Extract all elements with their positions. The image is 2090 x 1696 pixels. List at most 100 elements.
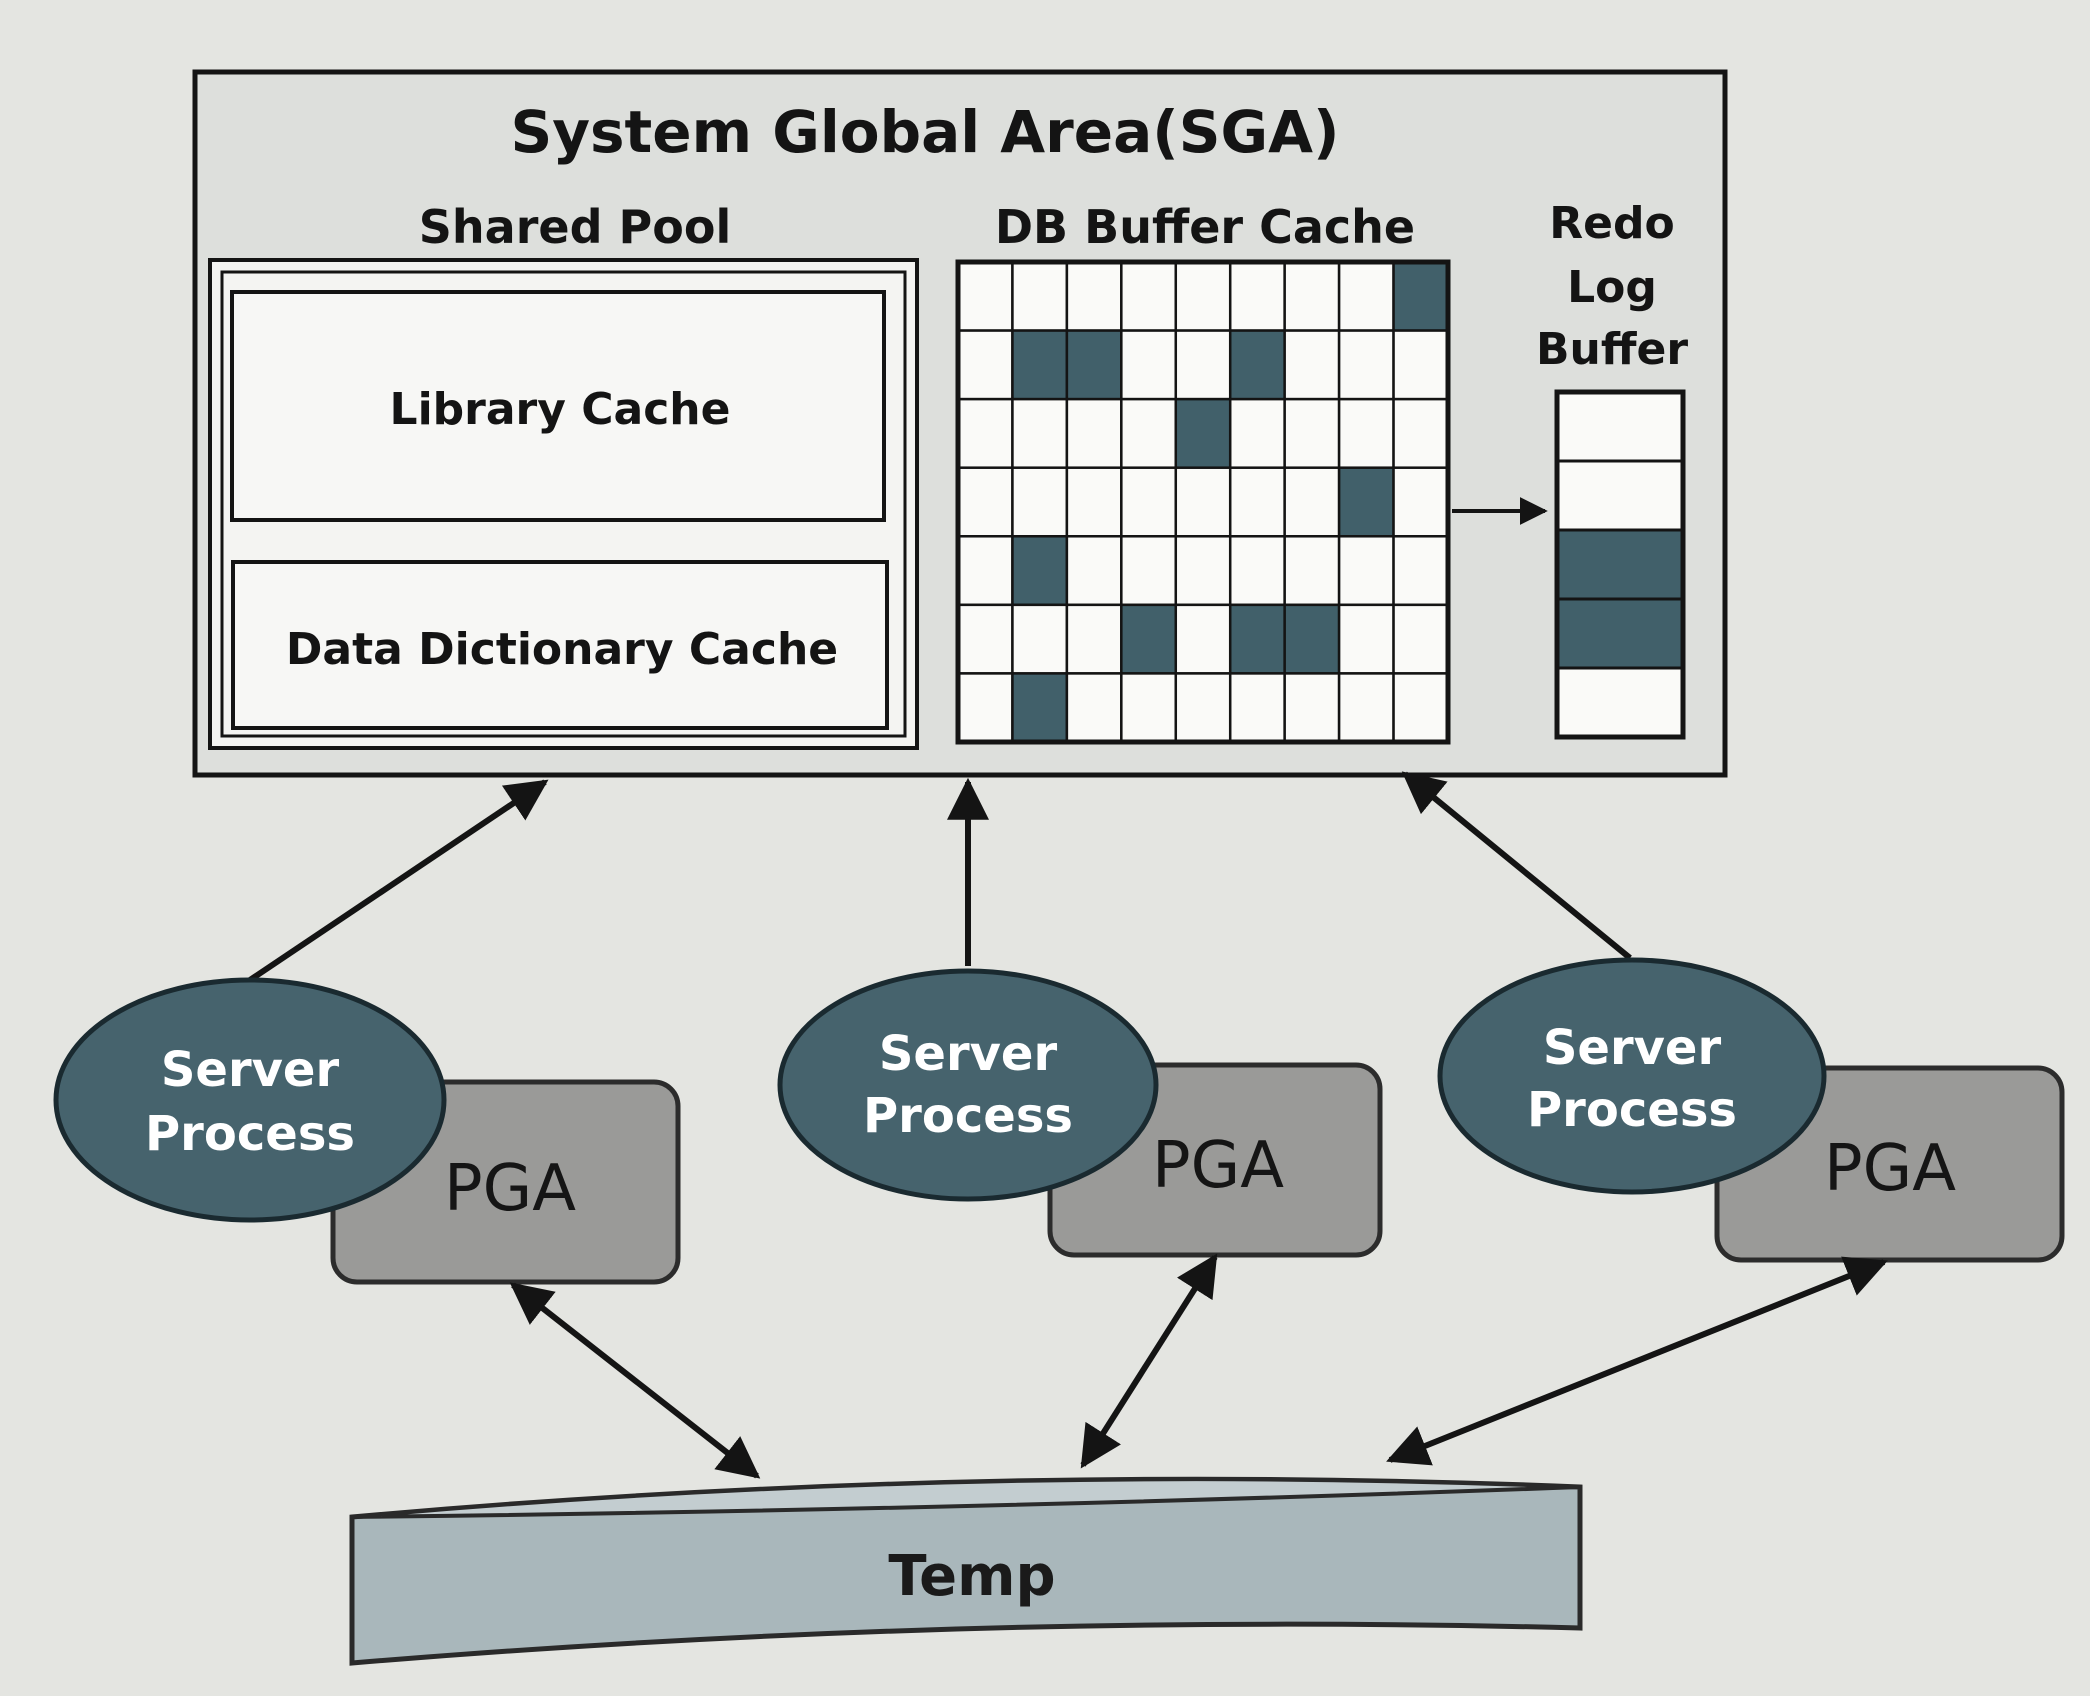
buffer-cell [1337, 329, 1395, 401]
buffer-cell [1011, 603, 1069, 675]
buffer-cell [1337, 535, 1395, 607]
buffer-cell [1120, 672, 1178, 744]
temp-cylinder-top [351, 1477, 1581, 1519]
buffer-cell [1337, 466, 1395, 538]
buffer-cell [1065, 466, 1123, 538]
buffer-cell [956, 535, 1014, 607]
pga-label-2: PGA [1152, 1129, 1284, 1203]
buffer-cell [1120, 466, 1178, 538]
buffer-cell [1174, 672, 1232, 744]
buffer-cell [1228, 672, 1286, 744]
buffer-cell [1392, 397, 1450, 469]
pga3-temp-arrow [1386, 1256, 1888, 1466]
server-process-1-label-2: Process [145, 1106, 355, 1162]
buffer-cell [1283, 397, 1341, 469]
buffer-cell [1120, 603, 1178, 675]
buffer-cell [1174, 535, 1232, 607]
server-process-3 [1437, 957, 1827, 1195]
server-process-1 [53, 977, 447, 1223]
buffer-cell [1337, 260, 1395, 332]
buffer-cell [1065, 672, 1123, 744]
shared-pool-label: Shared Pool [419, 200, 731, 254]
buffer-cell [1120, 397, 1178, 469]
sp3-to-sga-arrow [1401, 771, 1632, 961]
buffer-cell [1065, 397, 1123, 469]
pga2-temp-arrow [1080, 1253, 1218, 1469]
buffer-cell [1174, 260, 1232, 332]
buffer-cell [1174, 603, 1232, 675]
server-process-2-label-2: Process [863, 1088, 1073, 1144]
sp1-to-sga-arrow [248, 779, 549, 983]
redo-log-buffer-slots [1554, 389, 1686, 740]
buffer-cell [1011, 535, 1069, 607]
pga-label-3: PGA [1824, 1132, 1956, 1206]
temp-label: Temp [888, 1544, 1055, 1609]
library-cache-label: Library Cache [390, 384, 731, 435]
redo-log-slot [1555, 597, 1685, 670]
library-cache-box [230, 290, 886, 522]
buffer-cell [1011, 466, 1069, 538]
pga-label-1: PGA [444, 1152, 576, 1226]
buffer-cell [1283, 466, 1341, 538]
data-dictionary-cache-box [231, 560, 889, 730]
server-process-3-label-2: Process [1527, 1082, 1737, 1138]
buffer-cell [956, 260, 1014, 332]
buffer-cell [956, 397, 1014, 469]
buffer-cell [956, 466, 1014, 538]
buffer-cell [1228, 397, 1286, 469]
buffer-cell [1228, 466, 1286, 538]
buffer-cell [1337, 397, 1395, 469]
data-dictionary-cache-label: Data Dictionary Cache [286, 624, 838, 675]
redo-log-slot [1555, 666, 1685, 739]
redo-log-buffer-label-1: Redo [1549, 198, 1674, 249]
buffer-cell [1228, 260, 1286, 332]
buffer-cell [1392, 672, 1450, 744]
buffer-cell [1392, 329, 1450, 401]
db-buffer-cache-label: DB Buffer Cache [995, 200, 1415, 254]
redo-log-slot [1555, 459, 1685, 532]
redo-log-slot [1555, 390, 1685, 463]
buffer-cell [1228, 603, 1286, 675]
server-process-3-label-1: Server [1543, 1020, 1722, 1076]
buffer-cell [1337, 672, 1395, 744]
buffer-cell [1065, 603, 1123, 675]
redo-log-buffer-border [1554, 389, 1686, 740]
pga1-temp-arrow [509, 1282, 761, 1479]
buffer-cell [1120, 260, 1178, 332]
buffer-cell [1392, 260, 1450, 332]
buffer-cell [956, 603, 1014, 675]
redo-log-slot [1555, 528, 1685, 601]
server-process-2-label-1: Server [879, 1026, 1058, 1082]
buffer-cell [1392, 535, 1450, 607]
buffer-cell [1120, 329, 1178, 401]
buffer-cell [1174, 397, 1232, 469]
sga-title: System Global Area(SGA) [510, 98, 1339, 166]
buffer-cell [1011, 260, 1069, 332]
buffer-cell [1283, 535, 1341, 607]
buffer-cell [1283, 603, 1341, 675]
buffer-cell [1065, 329, 1123, 401]
buffer-cell [1283, 260, 1341, 332]
server-process-2 [777, 968, 1159, 1202]
buffer-cell [1011, 672, 1069, 744]
buffer-cell [1065, 260, 1123, 332]
db-buffer-cache-grid [955, 259, 1451, 745]
buffer-cell [1392, 603, 1450, 675]
buffer-cell [956, 329, 1014, 401]
buffer-cell [1011, 397, 1069, 469]
buffer-cell [1120, 535, 1178, 607]
buffer-cell [1283, 329, 1341, 401]
buffer-cell [1174, 329, 1232, 401]
db-buffer-cache-border [955, 259, 1451, 745]
buffer-cell [1228, 329, 1286, 401]
buffer-cell [1283, 672, 1341, 744]
buffer-cell [1228, 535, 1286, 607]
server-process-1-label-1: Server [161, 1042, 340, 1098]
redo-log-buffer-label-3: Buffer [1536, 324, 1688, 375]
buffer-cell [1392, 466, 1450, 538]
buffer-cell [1065, 535, 1123, 607]
buffer-cell [1011, 329, 1069, 401]
buffer-cell [1337, 603, 1395, 675]
buffer-cell [956, 672, 1014, 744]
